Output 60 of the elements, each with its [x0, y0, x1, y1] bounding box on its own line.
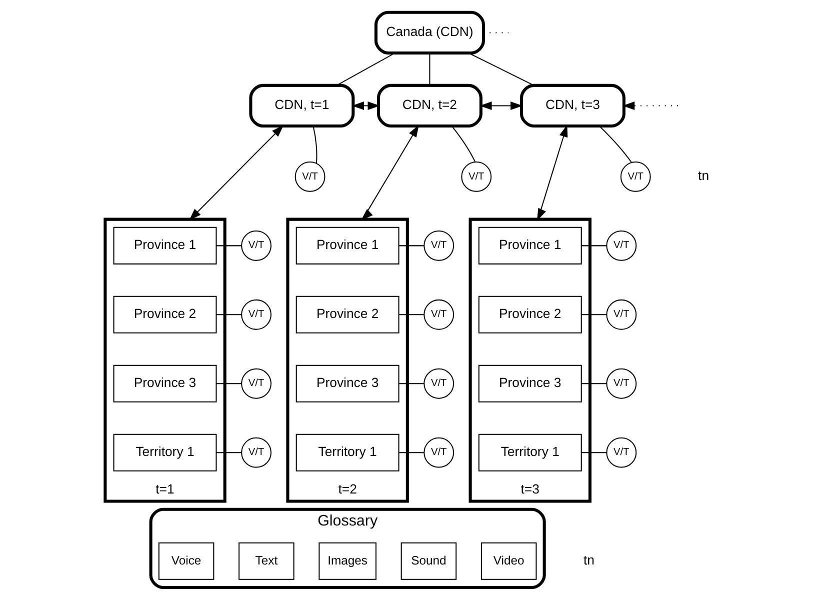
connector [216, 452, 241, 454]
node-circle: V/T [240, 299, 271, 330]
node-box: CDN, t=2 [376, 84, 482, 128]
connector [398, 314, 424, 316]
node-box: Province 1 [112, 226, 216, 264]
node-box: Province 1 [295, 226, 399, 264]
node-circle: V/T [606, 437, 636, 468]
node-box: Province 3 [478, 364, 582, 402]
node-box: Voice [158, 542, 214, 580]
connector [216, 245, 241, 246]
node-box: Territory 1 [478, 434, 582, 472]
connector [336, 52, 395, 86]
node-box: Territory 1 [112, 434, 216, 472]
connector [398, 452, 424, 454]
node-box: Text [238, 542, 294, 580]
label: tn [582, 552, 594, 568]
connector [216, 383, 241, 384]
node-box: Images [318, 542, 376, 580]
node-box: Video [480, 542, 536, 580]
node-circle: V/T [240, 437, 271, 468]
node-box: Territory 1 [295, 434, 399, 472]
node-circle: V/T [460, 162, 492, 192]
arrow [536, 124, 568, 221]
connector [580, 452, 606, 454]
node-box: Canada (CDN) [374, 10, 484, 54]
arrow [360, 124, 418, 220]
node-circle: V/T [423, 230, 454, 261]
arrow [188, 125, 284, 220]
node-circle: V/T [423, 437, 454, 468]
node-circle: V/T [620, 162, 650, 192]
node-circle: V/T [294, 162, 325, 192]
label: tn [698, 168, 709, 184]
node-circle: V/T [606, 368, 636, 399]
node-box: Province 3 [112, 364, 216, 402]
connector [428, 53, 430, 86]
node-circle: V/T [606, 299, 636, 330]
connector [216, 314, 241, 316]
node-box: CDN, t=1 [248, 84, 354, 128]
connector [312, 126, 317, 164]
connector [598, 126, 632, 162]
connector [580, 383, 606, 384]
node-circle: V/T [606, 230, 636, 261]
node-box: Province 2 [478, 296, 582, 334]
connector [451, 126, 476, 162]
arrow [479, 101, 522, 110]
node-box: CDN, t=3 [519, 84, 625, 128]
node-box: Sound [400, 542, 456, 580]
connector [468, 52, 534, 86]
node-circle: V/T [240, 230, 271, 261]
node-circle: V/T [423, 368, 454, 399]
connector [580, 245, 606, 246]
node-box: Province 2 [295, 296, 399, 334]
connector [398, 383, 424, 384]
node-box: Province 1 [478, 226, 582, 264]
node-box: Province 2 [112, 296, 216, 334]
node-circle: V/T [240, 368, 271, 399]
connector [398, 245, 424, 246]
connector [580, 314, 606, 316]
node-circle: V/T [423, 299, 454, 330]
node-box: Province 3 [295, 364, 399, 402]
